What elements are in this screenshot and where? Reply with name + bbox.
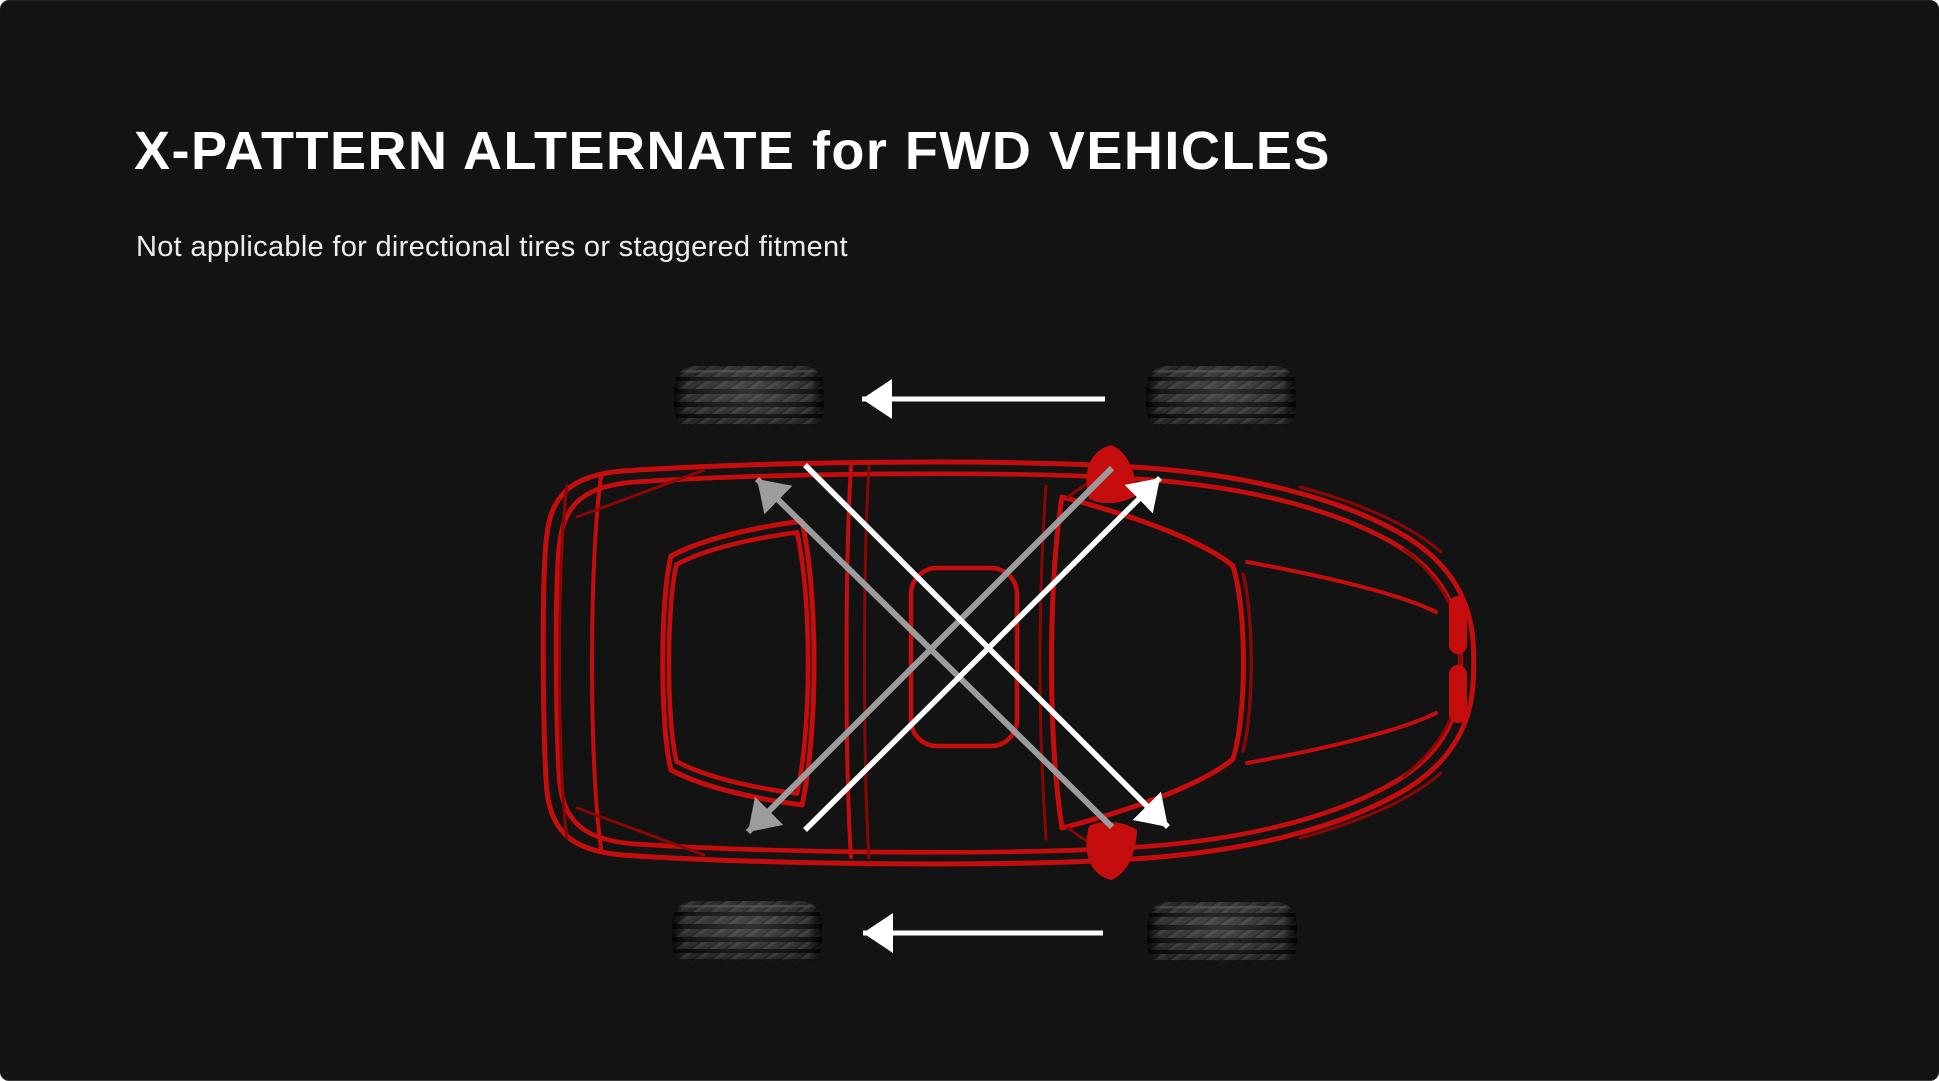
rear-bumper-seam xyxy=(558,484,569,840)
arrow-diagonal-white-down xyxy=(803,463,1170,829)
windshield xyxy=(1049,494,1246,831)
tire-top-left xyxy=(674,365,824,430)
tire-bottom-left xyxy=(672,900,822,965)
tire-top-right xyxy=(1146,365,1296,430)
page-title: X-PATTERN ALTERNATE for FWD VEHICLES xyxy=(134,121,1331,181)
rear-window-inner-line xyxy=(669,532,808,793)
roof-rear-pillar-line xyxy=(844,465,853,859)
fender-line-top xyxy=(1298,485,1443,554)
front-grille-bar-top xyxy=(1449,596,1467,654)
hood-crease-bottom xyxy=(1245,711,1438,765)
side-mirror-bottom xyxy=(1086,821,1137,880)
roof-rear-pillar-echo xyxy=(863,464,871,860)
trunk-seam xyxy=(590,475,603,850)
roof-front-edge-echo xyxy=(1038,484,1048,841)
front-grille-bar-bottom xyxy=(1449,665,1467,723)
hood-crease-top xyxy=(1245,560,1438,614)
front-bumper-inner xyxy=(1402,547,1463,778)
arrow-diagonal-white-up xyxy=(803,476,1162,832)
spoiler-slash-top xyxy=(575,468,706,519)
arrow-diagonal-gray-up xyxy=(754,476,1115,830)
rear-window xyxy=(660,518,817,808)
windshield-front-echo xyxy=(1241,572,1253,753)
sunroof xyxy=(908,565,1020,749)
car-top-view-outline xyxy=(540,445,1477,880)
side-mirror-top xyxy=(1086,445,1137,504)
page-subtitle: Not applicable for directional tires or … xyxy=(136,231,848,263)
fender-line-bottom xyxy=(1298,771,1443,840)
body-inner-line xyxy=(556,474,1460,853)
spoiler-slash-bottom xyxy=(575,806,706,857)
tire-bottom-right xyxy=(1147,901,1297,966)
